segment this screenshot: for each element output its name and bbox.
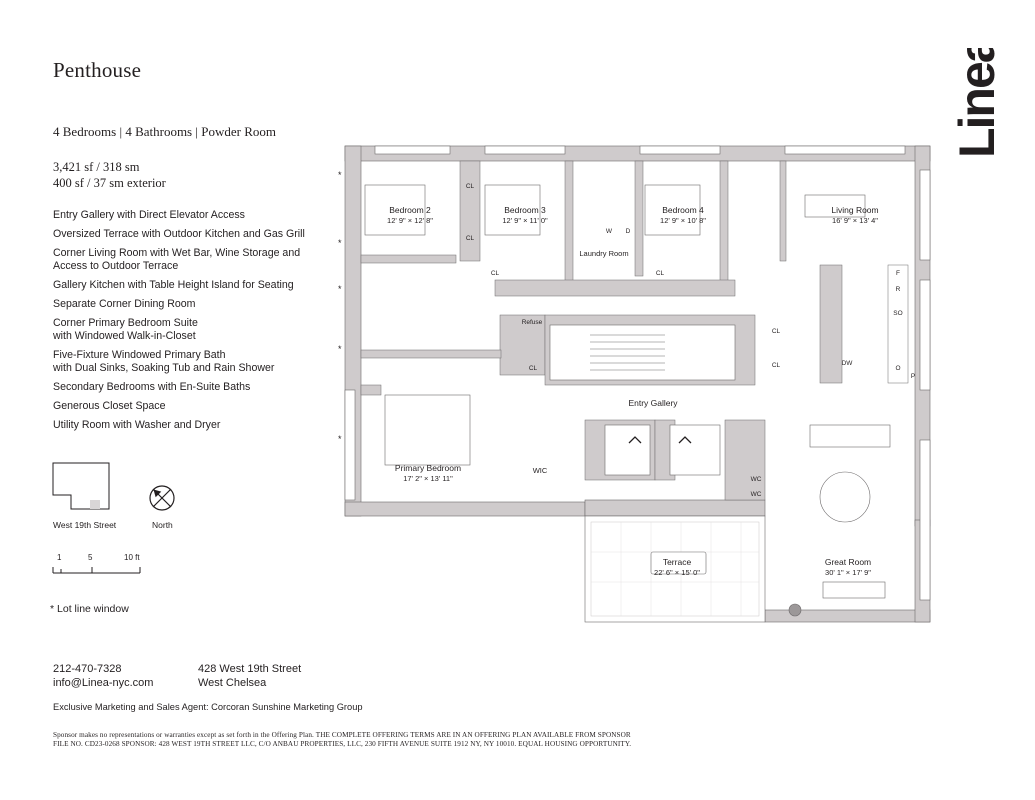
contact-block: 212-470-7328 info@Linea-nyc.com xyxy=(53,662,153,690)
unit-summary: 4 Bedrooms | 4 Bathrooms | Powder Room xyxy=(53,124,276,140)
feature-item: Access to Outdoor Terrace xyxy=(53,260,179,272)
scale-tick-label: 1 xyxy=(57,553,62,562)
closet-label: CL xyxy=(466,235,475,242)
feature-item: Corner Primary Bedroom Suite xyxy=(53,317,198,329)
street-address: 428 West 19th Street xyxy=(198,663,302,675)
closet-label: CL xyxy=(491,270,500,277)
svg-text:Linea: Linea xyxy=(950,48,1002,158)
email-address: info@Linea-nyc.com xyxy=(53,677,154,689)
linea-logo: Linea xyxy=(950,48,1002,158)
great-room-dims: 30' 1" × 17' 9" xyxy=(825,568,871,577)
interior-area: 3,421 sf / 318 sm xyxy=(53,160,140,174)
feature-item: Generous Closet Space xyxy=(53,400,166,412)
primary-bedroom-label: Primary Bedroom xyxy=(395,463,461,473)
windows xyxy=(344,145,931,601)
stair-core xyxy=(549,324,736,476)
feature-item: with Windowed Walk-in-Closet xyxy=(53,330,196,342)
washer-label: W xyxy=(606,228,613,235)
closet-label: CL xyxy=(656,270,665,277)
scale-tick-label: 5 xyxy=(88,553,93,562)
terrace-dims: 22' 6" × 15' 0" xyxy=(654,568,700,577)
bedroom4-label: Bedroom 4 xyxy=(662,205,704,215)
lot-line-marker: * xyxy=(338,344,342,354)
phone-number: 212-470-7328 xyxy=(53,663,122,675)
sales-agent: Exclusive Marketing and Sales Agent: Cor… xyxy=(53,702,363,712)
feature-item: Gallery Kitchen with Table Height Island… xyxy=(53,279,294,291)
separator: | xyxy=(195,124,198,139)
closet-label: CL xyxy=(466,183,475,190)
north-label: North xyxy=(152,520,173,530)
lot-line-marker: * xyxy=(338,284,342,294)
asterisk-mark: * xyxy=(50,603,55,615)
address-block: 428 West 19th Street West Chelsea xyxy=(198,662,301,690)
feature-item: Utility Room with Washer and Dryer xyxy=(53,419,221,431)
feature-list: Entry Gallery with Direct Elevator Acces… xyxy=(53,209,305,438)
wic-label: WIC xyxy=(533,466,548,475)
neighborhood: West Chelsea xyxy=(198,677,267,689)
kitchen-island xyxy=(819,264,843,384)
living-room-label: Living Room xyxy=(831,205,878,215)
feature-item: Separate Corner Dining Room xyxy=(53,298,196,310)
separator: | xyxy=(119,124,123,139)
scale-tick-label: 10 ft xyxy=(124,553,140,562)
disclaimer-line: Sponsor makes no representations or warr… xyxy=(53,731,631,739)
bedroom2-dims: 12' 9" × 12' 8" xyxy=(387,216,433,225)
feature-item: Corner Living Room with Wet Bar, Wine St… xyxy=(53,247,301,259)
feature-item: Oversized Terrace with Outdoor Kitchen a… xyxy=(53,228,305,240)
oven-label: O xyxy=(895,365,900,372)
dishwasher-label: DW xyxy=(842,360,854,367)
great-room-furniture xyxy=(788,424,891,617)
bedroom2-label: Bedroom 2 xyxy=(389,205,431,215)
disclaimer-line: FILE NO. CD23-0268 SPONSOR: 428 WEST 19T… xyxy=(53,740,632,748)
entry-gallery-label: Entry Gallery xyxy=(628,398,678,408)
lot-line-marker: * xyxy=(338,170,342,180)
oven-label: SO xyxy=(893,310,902,317)
beds xyxy=(364,184,866,466)
bedroom4-dims: 12' 9" × 10' 8" xyxy=(660,216,706,225)
living-room-dims: 16' 9" × 13' 4" xyxy=(832,216,878,225)
terrace-label: Terrace xyxy=(663,557,692,567)
refuse-label: Refuse xyxy=(522,319,543,326)
terrace-area xyxy=(584,515,766,623)
powder-room: Powder Room xyxy=(201,124,276,139)
lot-line-marker: * xyxy=(338,238,342,248)
bedroom3-dims: 12' 9" × 11' 0" xyxy=(502,216,548,225)
primary-bedroom-dims: 17' 2" × 13' 11" xyxy=(403,474,453,483)
key-plan-street-label: West 19th Street xyxy=(53,520,117,530)
wc-label: WC xyxy=(751,476,762,483)
legal-disclaimer: Sponsor makes no representations or warr… xyxy=(53,731,813,749)
kitchen-counter xyxy=(887,264,909,384)
north-arrow-icon xyxy=(149,485,175,511)
feature-item: Entry Gallery with Direct Elevator Acces… xyxy=(53,209,245,221)
bedroom-count: 4 Bedrooms xyxy=(53,124,117,139)
closet-label: CL xyxy=(772,328,781,335)
feature-item: Five-Fixture Windowed Primary Bath xyxy=(53,349,226,361)
fridge-label: F xyxy=(896,270,900,277)
feature-item: with Dual Sinks, Soaking Tub and Rain Sh… xyxy=(53,362,275,374)
bathroom-count: 4 Bathrooms xyxy=(125,124,193,139)
pantry-label: P xyxy=(911,373,915,380)
great-room-label: Great Room xyxy=(825,557,871,567)
dryer-label: D xyxy=(626,228,631,235)
laundry-room-label: Laundry Room xyxy=(579,249,628,258)
closet-label: CL xyxy=(529,365,538,372)
wc-label: WC xyxy=(751,491,762,498)
closet-label: CL xyxy=(772,362,781,369)
lot-line-text: Lot line window xyxy=(57,603,129,615)
lot-line-marker: * xyxy=(338,434,342,444)
bedroom3-label: Bedroom 3 xyxy=(504,205,546,215)
scale-bar xyxy=(52,567,141,574)
exterior-area: 400 sf / 37 sm exterior xyxy=(53,176,166,190)
key-plan-icon xyxy=(52,462,110,510)
feature-item: Secondary Bedrooms with En-Suite Baths xyxy=(53,381,251,393)
range-label: R xyxy=(896,286,901,293)
lot-line-note: * Lot line window xyxy=(50,603,129,615)
floor-plan: Bedroom 2 12' 9" × 12' 8" Bedroom 3 12' … xyxy=(338,145,931,623)
page-title: Penthouse xyxy=(53,58,142,82)
